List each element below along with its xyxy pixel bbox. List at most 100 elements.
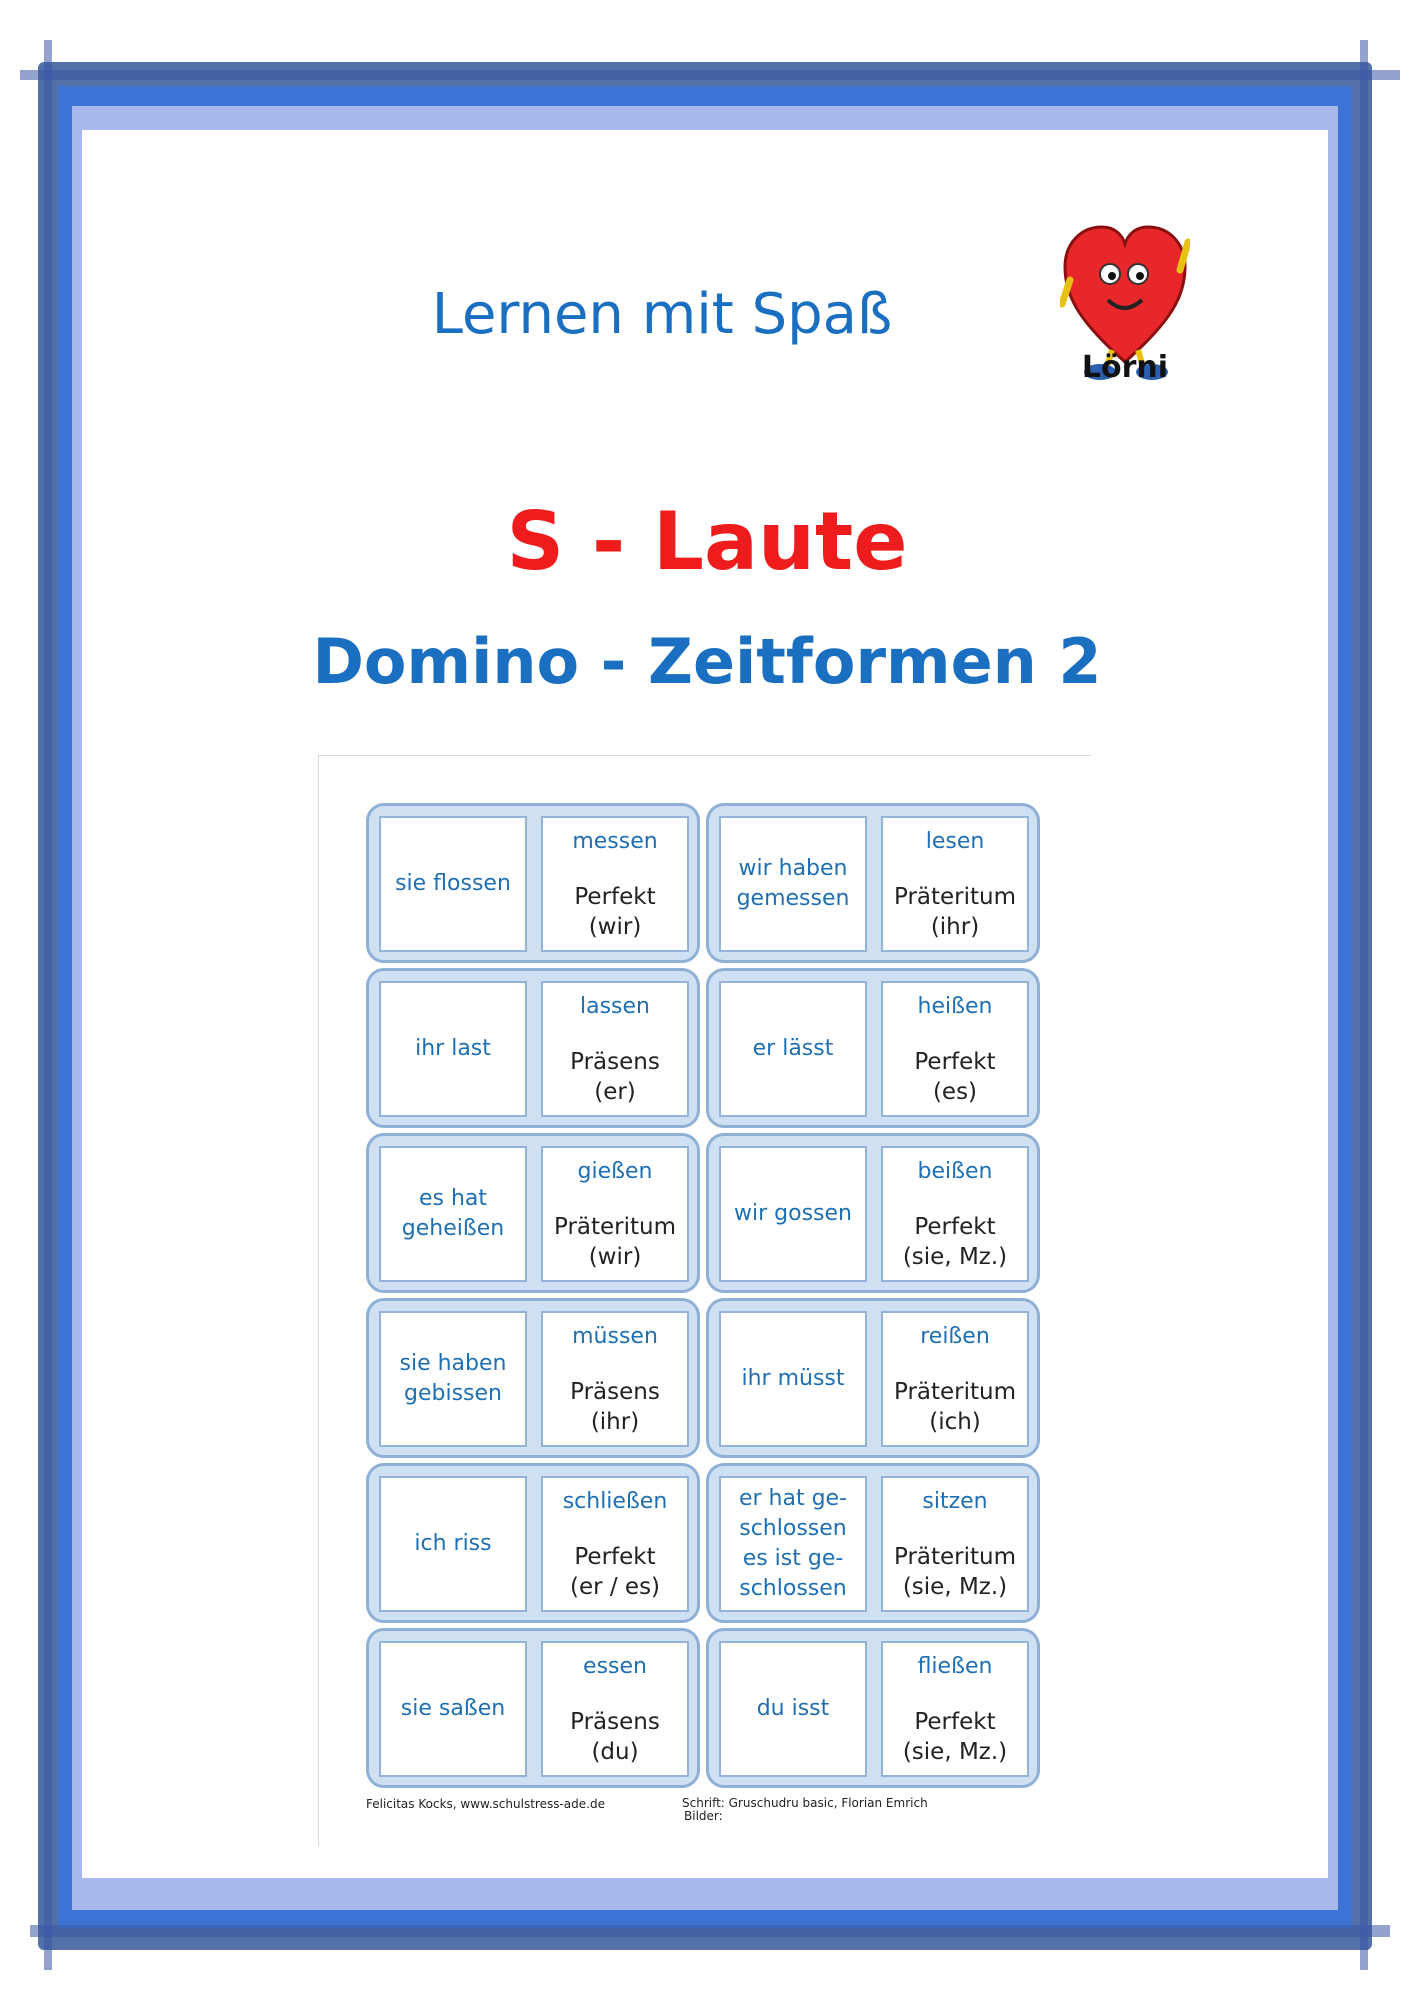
- task-block: Perfekt(wir): [574, 882, 655, 942]
- answer-text: ihr last: [415, 1036, 491, 1061]
- answer-text: du isst: [756, 1696, 830, 1721]
- verb-text: gießen: [577, 1159, 653, 1184]
- domino-answer-half: es hat geheißen: [379, 1146, 527, 1282]
- domino-answer-half: ihr last: [379, 981, 527, 1117]
- domino-card: er hat ge-schlossen es ist ge-schlossen si…: [706, 1463, 1040, 1623]
- task-block: Präteritum (ich): [894, 1377, 1016, 1437]
- task-text: (sie, Mz.): [902, 1739, 1008, 1765]
- task-text: (sie, Mz.): [902, 1244, 1008, 1270]
- task-block: Präsens (er): [570, 1047, 660, 1107]
- verb-text: müssen: [572, 1324, 658, 1349]
- task-block: Präteritum (ihr): [894, 882, 1016, 942]
- task-text: Präsens: [570, 1379, 660, 1405]
- verb-text: reißen: [920, 1324, 990, 1349]
- brush-stroke-bottom: [30, 1925, 1390, 1937]
- answer-text: wir haben: [738, 856, 848, 881]
- task-text: (du): [591, 1739, 639, 1765]
- task-block: Präteritum (wir): [554, 1212, 676, 1272]
- subtitle: Domino - Zeitformen 2: [312, 625, 1102, 698]
- answer-text: sie saßen: [400, 1696, 506, 1721]
- answer-text: ihr müsst: [741, 1366, 845, 1391]
- verb-text: essen: [583, 1654, 647, 1679]
- task-block: Präsens (ihr): [570, 1377, 660, 1437]
- task-text: Perfekt: [574, 884, 656, 910]
- domino-answer-half: wir gossen: [719, 1146, 867, 1282]
- task-text: Perfekt: [914, 1049, 996, 1075]
- task-text: Perfekt: [914, 1214, 996, 1240]
- task-text: Präsens: [570, 1049, 660, 1075]
- main-title: S - Laute: [506, 495, 908, 588]
- footer-font-line: Schrift: Gruschudru basic, Florian Emric…: [682, 1796, 928, 1810]
- footer-credit: Felicitas Kocks, www.schulstress-ade.de: [366, 1797, 605, 1811]
- verb-text: sitzen: [922, 1489, 988, 1514]
- verb-text: beißen: [917, 1159, 993, 1184]
- task-text: Präteritum: [553, 1214, 677, 1240]
- heart-mascot-icon: [1060, 225, 1190, 380]
- verb-text: lesen: [925, 829, 985, 854]
- heading-lernen: Lernen mit Spaß: [431, 282, 893, 347]
- task-text: (er / es): [569, 1574, 661, 1600]
- answer-text: wir gossen: [734, 1201, 852, 1226]
- task-text: Präteritum: [893, 1379, 1017, 1405]
- task-text: (ihr): [590, 1409, 640, 1435]
- answer-text: schlossen: [739, 1576, 847, 1601]
- brush-stroke-top: [20, 70, 1400, 80]
- answer-text: es hat: [418, 1186, 488, 1211]
- verb-text: heißen: [917, 994, 993, 1019]
- task-block: Perfekt (es): [914, 1047, 995, 1107]
- domino-answer-half: sie flossen: [379, 816, 527, 952]
- domino-answer-half: sie saßen: [379, 1641, 527, 1777]
- brush-stroke-left: [44, 40, 52, 1970]
- task-block: Perfekt(sie, Mz.): [903, 1707, 1007, 1767]
- domino-answer-half: ihr müsst: [719, 1311, 867, 1447]
- task-text: (es): [932, 1079, 978, 1105]
- task-text: (wir): [588, 1244, 642, 1270]
- task-text: Präsens: [570, 1709, 660, 1735]
- domino-answer-half: du isst: [719, 1641, 867, 1777]
- answer-text: gebissen: [404, 1381, 502, 1406]
- answer-text: sie haben: [399, 1351, 507, 1376]
- task-text: Präteritum: [893, 884, 1017, 910]
- task-block: Präsens (du): [570, 1707, 660, 1767]
- task-text: (ich): [929, 1409, 981, 1435]
- domino-answer-half: er lässt: [719, 981, 867, 1117]
- verb-text: messen: [572, 829, 658, 854]
- answer-text: gemessen: [736, 886, 850, 911]
- task-text: Perfekt: [574, 1544, 656, 1570]
- answer-text: es ist ge-: [742, 1546, 844, 1571]
- task-block: Präteritum (sie, Mz.): [894, 1542, 1016, 1602]
- answer-text: ich riss: [414, 1531, 492, 1556]
- verb-text: schließen: [562, 1489, 668, 1514]
- answer-text: schlossen: [739, 1516, 847, 1541]
- task-text: (ihr): [930, 914, 980, 940]
- mascot-name: Lörni: [1081, 350, 1169, 385]
- domino-answer-half: sie haben gebissen: [379, 1311, 527, 1447]
- task-text: Präteritum: [893, 1544, 1017, 1570]
- answer-text: er hat ge-: [738, 1486, 848, 1511]
- answer-text: sie flossen: [395, 871, 511, 896]
- answer-text: geheißen: [401, 1216, 505, 1241]
- task-block: Perfekt (er / es): [570, 1542, 660, 1602]
- task-text: (er): [594, 1079, 636, 1105]
- task-text: (sie, Mz.): [902, 1574, 1008, 1600]
